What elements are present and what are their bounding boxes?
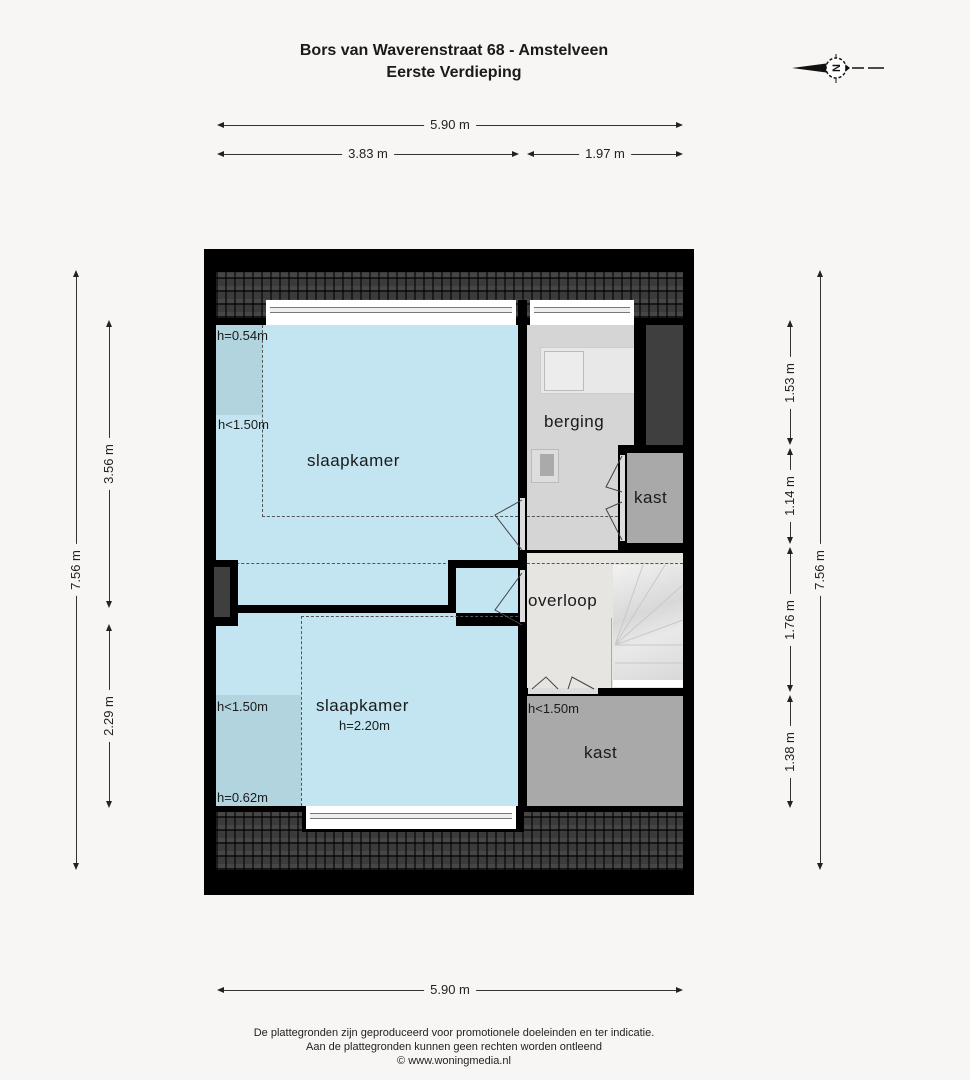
door-bedroom-top[interactable] [520,498,525,550]
dimension-label: 1.97 m [579,147,631,161]
ceiling-height-line [301,616,518,617]
height-label: h=0.54m [217,328,268,343]
dimension-top-total: 5.90 m [217,118,683,132]
height-label: h=2.20m [339,718,390,733]
ceiling-height-line [301,616,302,806]
interior-wall [448,560,456,613]
dimension-label: 7.56 m [812,544,827,596]
door-bedroom-bottom[interactable] [520,570,525,622]
closet-door[interactable] [620,455,625,541]
sink-icon [531,449,559,483]
height-label: h=0.62m [217,790,268,805]
interior-wall [236,605,456,613]
dimension-label: 5.90 m [424,118,476,132]
low-ceiling-zone [216,695,301,806]
room-closet-small [627,453,683,543]
dimension-left-upper: 3.56 m [101,320,116,608]
dimension-label: 1.53 m [782,356,797,409]
shaft [646,325,683,445]
closet-large-door[interactable] [528,688,598,694]
appliance-icon [544,351,584,391]
dimension-left-lower: 2.29 m [101,624,116,808]
floorplan-address-title: Bors van Waverenstraat 68 - Amstelveen [299,42,609,59]
dimension-right-segment-3: 1.76 m [782,547,797,692]
dimension-label: 2.29 m [101,690,116,742]
height-label: h<1.50m [528,701,579,716]
door-swing-icon [605,455,623,541]
dimension-label: 1.76 m [782,593,797,646]
dimension-right-segment-4: 1.38 m [782,695,797,808]
interior-wall [448,560,520,568]
room-bedroom-bottom-entry [456,568,518,613]
dimension-label: 7.56 m [68,544,83,596]
room-label-bedroom-bottom: slaapkamer [316,696,409,715]
window-top-right [530,300,634,325]
ceiling-height-line [262,516,518,517]
dimension-label: 3.83 m [342,147,394,161]
roof-tiles-bottom [216,812,683,870]
room-label-closet-large: kast [584,743,618,762]
dimension-label: 1.38 m [782,725,797,778]
dimension-right-segment-1: 1.53 m [782,320,797,445]
room-label-storage: berging [544,412,605,431]
low-ceiling-zone [216,325,262,415]
height-label: h<1.50m [218,417,269,432]
north-arrow-icon: N [792,54,884,83]
copyright-link[interactable]: © www.woningmedia.nl [397,1055,511,1067]
door-swing-icon [494,499,523,626]
disclaimer-line-1: De plattegronden zijn geproduceerd voor … [253,1027,655,1039]
interior-wall [518,300,527,810]
dimension-label: 3.56 m [101,438,116,490]
stair-railing [606,618,612,688]
room-label-bedroom-top: slaapkamer [307,451,400,470]
stairs-icon [613,564,684,687]
room-label-closet-small: kast [634,488,668,507]
ceiling-height-line [262,325,263,517]
dimension-label: 1.14 m [782,470,797,522]
chimney-shaft [214,567,230,617]
floor-name-title: Eerste Verdieping [386,64,522,81]
window-top-left [266,300,516,325]
washing-machine-area [540,347,638,394]
door-swing-icon [531,676,595,690]
compass: N [790,50,890,86]
dimension-label: 5.90 m [424,983,476,997]
dimension-bottom-total: 5.90 m [217,983,683,997]
svg-text:N: N [831,64,843,72]
room-closet-large [527,696,683,806]
dimension-left-total: 7.56 m [68,270,83,870]
ceiling-height-line [216,563,456,564]
ceiling-height-line [527,563,683,564]
window-bottom [306,806,516,829]
dimension-right-total: 7.56 m [812,270,827,870]
ceiling-height-line [527,516,618,517]
dimension-right-segment-2: 1.14 m [782,448,797,544]
dimension-top-right: 1.97 m [527,147,683,161]
dimension-top-left: 3.83 m [217,147,519,161]
disclaimer-line-2: Aan de plattegronden kunnen geen rechten… [305,1041,602,1053]
staircase [613,564,684,687]
height-label: h<1.50m [217,699,268,714]
room-label-landing: overloop [528,591,598,610]
interior-wall [527,688,694,696]
